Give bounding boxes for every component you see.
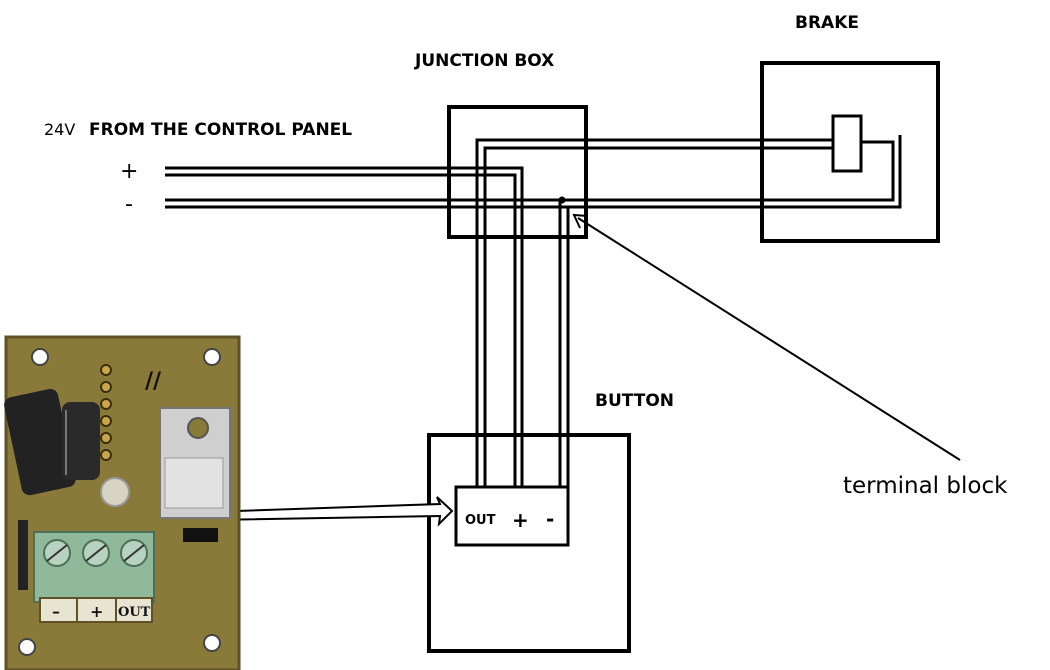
wire-minus-inner <box>165 135 902 209</box>
button-terminal-plus: + <box>512 508 529 532</box>
led <box>100 477 130 507</box>
mounting-hole <box>203 634 221 652</box>
wire-plus <box>165 166 524 487</box>
capacitor <box>4 388 76 496</box>
diode <box>183 528 218 542</box>
pcb-label-minus: – <box>52 602 60 621</box>
button-box <box>427 433 631 653</box>
wire-out <box>475 138 833 487</box>
pcb-photo: // – + OUT <box>4 335 241 670</box>
wire-plus-inner <box>165 173 517 487</box>
button-terminal-strip <box>454 485 570 547</box>
wire-minus <box>165 140 895 202</box>
terminal-block-label: terminal block <box>843 473 1008 499</box>
junction-box <box>447 105 588 239</box>
mounting-hole <box>31 348 49 366</box>
junction-box-label: JUNCTION BOX <box>414 51 554 71</box>
source-label: FROM THE CONTROL PANEL <box>89 120 352 140</box>
minus-label: - <box>125 192 133 217</box>
wires <box>165 135 902 487</box>
pcb-label-plus: + <box>90 602 103 621</box>
mounting-hole <box>203 348 221 366</box>
terminal-block-pointer <box>577 217 961 461</box>
button-terminal-minus: - <box>546 507 554 531</box>
diode <box>18 520 28 590</box>
pcb-terminal-labels <box>39 597 153 623</box>
junction-dot <box>558 196 566 204</box>
pointer-arrowhead <box>572 213 589 229</box>
pcb-label-out: OUT <box>118 605 151 620</box>
wire-out-inner <box>483 146 833 487</box>
brake-box <box>760 61 940 243</box>
button-terminal-out: OUT <box>465 513 496 528</box>
plus-label: + <box>120 159 138 184</box>
svg-text://: // <box>145 368 162 394</box>
callout-arrow <box>207 496 454 527</box>
voltage-label: 24V <box>44 120 75 139</box>
brake-coil <box>831 114 863 173</box>
button-label: BUTTON <box>595 391 674 411</box>
brake-label: BRAKE <box>795 13 859 33</box>
capacitor <box>62 402 100 480</box>
header-pins <box>100 364 112 461</box>
mounting-hole <box>18 638 36 656</box>
